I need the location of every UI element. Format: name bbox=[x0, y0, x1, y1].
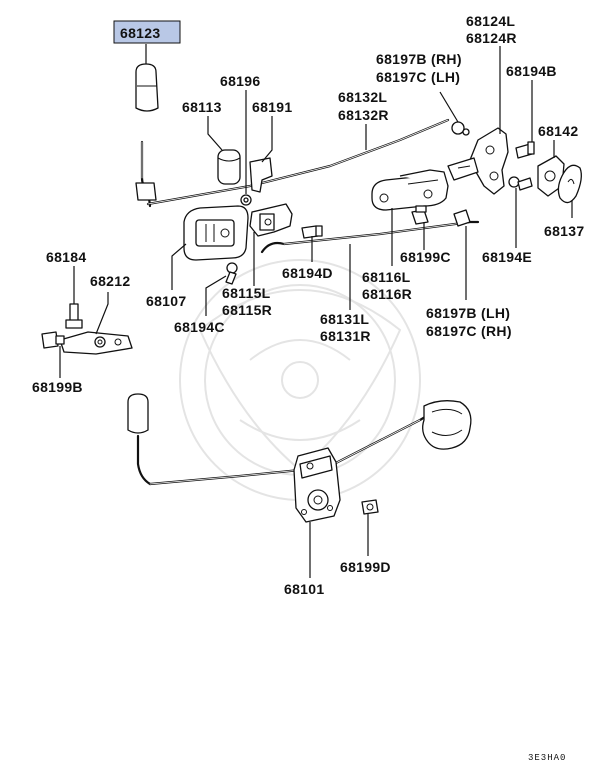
rod-68131 bbox=[260, 220, 480, 254]
label-68124L[interactable]: 68124L bbox=[466, 13, 515, 29]
label-68194E[interactable]: 68194E bbox=[482, 249, 532, 265]
label-68194B[interactable]: 68194B bbox=[506, 63, 557, 79]
door-latch-68124[interactable] bbox=[447, 127, 509, 195]
label-68194D[interactable]: 68194D bbox=[282, 265, 333, 281]
label-68107[interactable]: 68107 bbox=[146, 293, 186, 309]
label-68142[interactable]: 68142 bbox=[538, 123, 578, 139]
label-68212[interactable]: 68212 bbox=[90, 273, 130, 289]
label-68191[interactable]: 68191 bbox=[252, 99, 292, 115]
label-68124R[interactable]: 68124R bbox=[466, 30, 517, 46]
bolt-68199C[interactable] bbox=[411, 205, 429, 225]
leader-lines bbox=[59, 44, 573, 578]
label-68199C[interactable]: 68199C bbox=[400, 249, 451, 265]
label-68199D[interactable]: 68199D bbox=[340, 559, 391, 575]
label-68197C-LH[interactable]: 68197C (LH) bbox=[376, 69, 460, 85]
bracket-68191[interactable] bbox=[249, 157, 273, 193]
label-68123[interactable]: 68123 bbox=[120, 25, 160, 41]
outside-handle-68116[interactable] bbox=[371, 169, 449, 211]
label-68115L[interactable]: 68115L bbox=[222, 285, 271, 301]
label-68194C[interactable]: 68194C bbox=[174, 319, 225, 335]
label-68116R[interactable]: 68116R bbox=[362, 286, 412, 302]
label-68115R[interactable]: 68115R bbox=[222, 302, 272, 318]
label-68197B-LH[interactable]: 68197B (LH) bbox=[426, 305, 510, 321]
label-68196[interactable]: 68196 bbox=[220, 73, 260, 89]
label-68131L[interactable]: 68131L bbox=[320, 311, 369, 327]
label-68199B[interactable]: 68199B bbox=[32, 379, 83, 395]
label-68132R[interactable]: 68132R bbox=[338, 107, 389, 123]
label-68116L[interactable]: 68116L bbox=[362, 269, 411, 285]
label-68132L[interactable]: 68132L bbox=[338, 89, 387, 105]
diagram-code: 3E3HA0 bbox=[528, 753, 566, 763]
part-labels: 68123 68124L 68124R 68197B (RH) 68197C (… bbox=[32, 13, 584, 763]
lock-knob-rod bbox=[135, 140, 157, 208]
screw-68194E[interactable] bbox=[508, 176, 533, 191]
label-68137[interactable]: 68137 bbox=[544, 223, 584, 239]
lever-68212[interactable] bbox=[59, 331, 133, 355]
label-68197C-RH[interactable]: 68197C (RH) bbox=[426, 323, 512, 339]
rod-holder-68113[interactable] bbox=[217, 149, 241, 185]
door-lock-actuator-68101[interactable] bbox=[293, 447, 341, 523]
door-panel-fragment bbox=[422, 400, 472, 450]
label-68184[interactable]: 68184 bbox=[46, 249, 86, 265]
inside-handle-68115[interactable] bbox=[249, 203, 293, 237]
label-68197B-RH[interactable]: 68197B (RH) bbox=[376, 51, 462, 67]
screw-68194B[interactable] bbox=[515, 141, 535, 159]
label-68131R[interactable]: 68131R bbox=[320, 328, 371, 344]
rod-68132 bbox=[146, 118, 450, 206]
shim-68137[interactable] bbox=[557, 164, 582, 204]
clip-68197-lower[interactable] bbox=[453, 209, 471, 227]
inside-handle-bezel-68107[interactable] bbox=[183, 205, 249, 261]
bolt-68199B[interactable] bbox=[41, 331, 65, 349]
clip-68197-upper[interactable] bbox=[451, 121, 470, 136]
clip-68196[interactable] bbox=[240, 194, 252, 206]
knob-lower-68123-ref bbox=[127, 393, 152, 486]
bolt-68199D[interactable] bbox=[361, 499, 379, 515]
label-68101[interactable]: 68101 bbox=[284, 581, 324, 597]
screw-68194C[interactable] bbox=[225, 262, 238, 285]
lock-knob-68123[interactable] bbox=[135, 63, 159, 112]
highlight-box-68123 bbox=[113, 20, 181, 44]
screw-68194D[interactable] bbox=[301, 225, 323, 239]
bolt-68184[interactable] bbox=[65, 303, 83, 329]
label-68113[interactable]: 68113 bbox=[182, 99, 222, 115]
